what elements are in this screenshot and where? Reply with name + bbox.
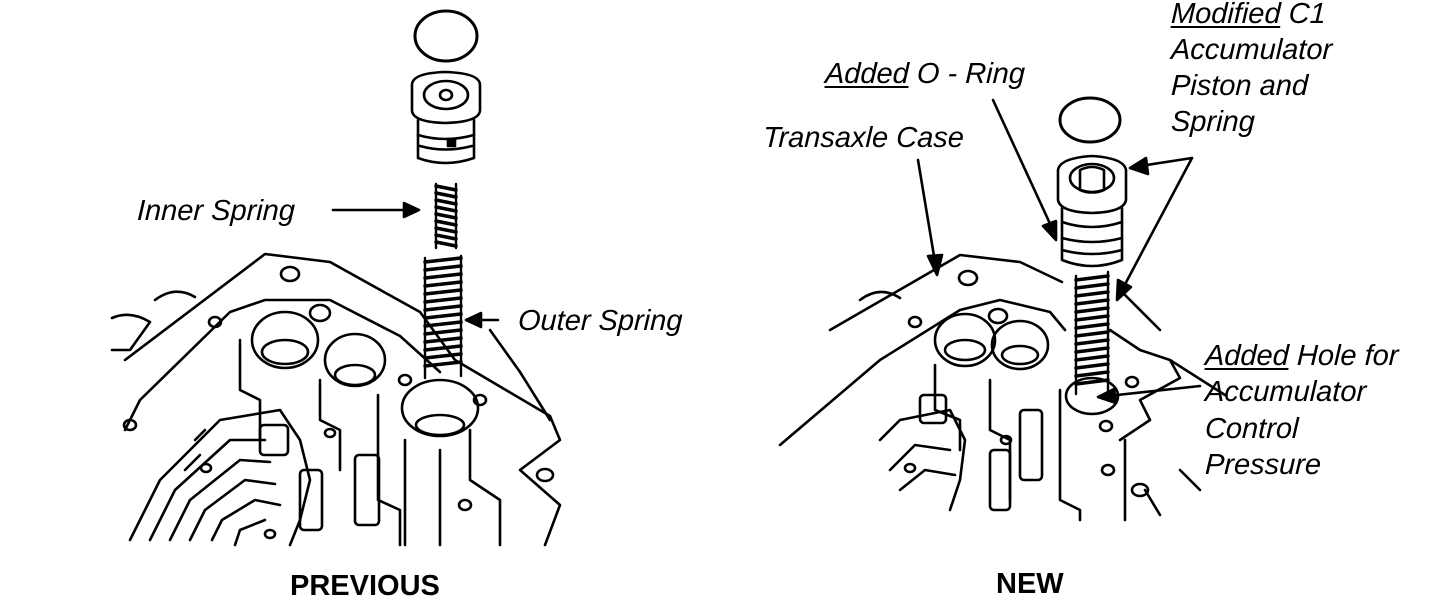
inner-spring-label: Inner Spring [136, 195, 296, 227]
added-oring-word: Added [824, 58, 910, 90]
modified-word: Modified [1170, 0, 1282, 30]
modified-c1-label: Modified C1 [1170, 0, 1326, 33]
new-caption: NEW [996, 568, 1064, 600]
previous-caption: PREVIOUS [290, 570, 440, 602]
piston-and-line: Piston and [1170, 70, 1309, 102]
previous-case [110, 252, 562, 547]
c1-text: C1 [1280, 0, 1327, 30]
previous-piston [410, 70, 482, 165]
new-piston [1056, 154, 1128, 268]
new-oring [1058, 96, 1122, 144]
previous-inner-spring [434, 182, 458, 250]
previous-arrows [331, 201, 500, 329]
new-spring [1074, 270, 1110, 396]
added-oring-label: Added O - Ring [824, 56, 1025, 93]
outer-spring-label: Outer Spring [517, 305, 683, 337]
oring-text: O - Ring [908, 58, 1026, 90]
spring-line: Spring [1170, 106, 1256, 138]
added-hole-label: Added Hole for [1204, 338, 1399, 375]
added-hole-word: Added [1204, 340, 1290, 372]
hole-pressure-line: Pressure [1204, 449, 1322, 481]
hole-accumulator-line: Accumulator [1204, 376, 1367, 408]
transaxle-case-label: Transaxle Case [762, 122, 965, 154]
new-case [778, 253, 1227, 522]
accumulator-line: Accumulator [1170, 34, 1333, 66]
previous-oring [413, 9, 479, 63]
hole-control-line: Control [1204, 413, 1300, 445]
hole-text: Hole for [1288, 340, 1400, 372]
